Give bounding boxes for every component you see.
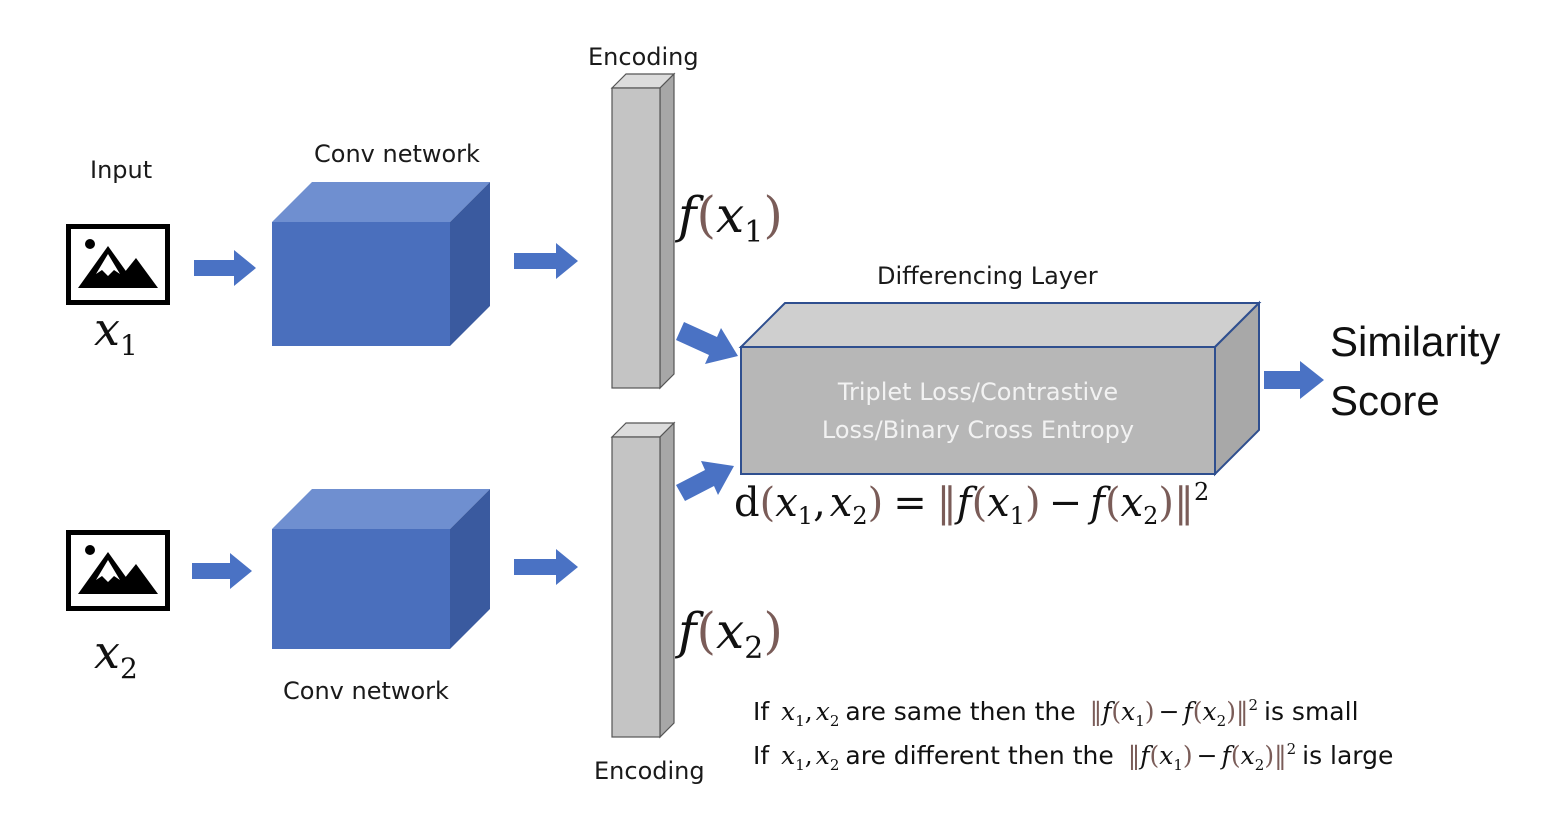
- conv-network-top-label: Conv network: [314, 140, 480, 168]
- image-icon: [66, 530, 170, 611]
- arrow-right-icon: [192, 553, 252, 589]
- arrows: [192, 243, 1324, 589]
- input-x1-label: x1: [94, 302, 138, 362]
- conv-network-bottom-cube: [272, 489, 490, 649]
- arrow-right-icon: [1264, 361, 1324, 399]
- encoding-top-bar: [610, 72, 676, 390]
- conv-network-bottom-label: Conv network: [283, 677, 449, 705]
- encoding-f-x1: f(x1): [674, 186, 783, 250]
- arrow-right-icon: [514, 243, 578, 279]
- differencing-layer-box: Triplet Loss/Contrastive Loss/Binary Cro…: [738, 300, 1262, 477]
- image-icon: [66, 224, 170, 305]
- encoding-bottom-bar: [610, 421, 676, 739]
- encoding-f-x2: f(x2): [674, 602, 783, 666]
- input-label: Input: [90, 156, 152, 184]
- input-x2-label: x2: [94, 625, 138, 685]
- arrow-right-icon: [514, 549, 578, 585]
- loss-text-line2: Loss/Binary Cross Entropy: [822, 416, 1134, 444]
- arrow-diagonal-up-icon: [676, 461, 734, 501]
- encoding-top-label: Encoding: [588, 43, 699, 71]
- similarity-score-line1: Similarity: [1330, 318, 1500, 365]
- arrow-right-icon: [194, 250, 256, 286]
- encoding-bottom-label: Encoding: [594, 757, 705, 785]
- differencing-layer-label: Differencing Layer: [877, 262, 1098, 290]
- conv-network-top-cube: [272, 182, 490, 346]
- loss-text-line1: Triplet Loss/Contrastive: [837, 378, 1118, 406]
- arrow-diagonal-down-icon: [676, 322, 738, 364]
- similarity-score-line2: Score: [1330, 377, 1440, 424]
- distance-formula: d(x1,x2)=‖f(x1)−f(x2)‖2: [734, 478, 1209, 530]
